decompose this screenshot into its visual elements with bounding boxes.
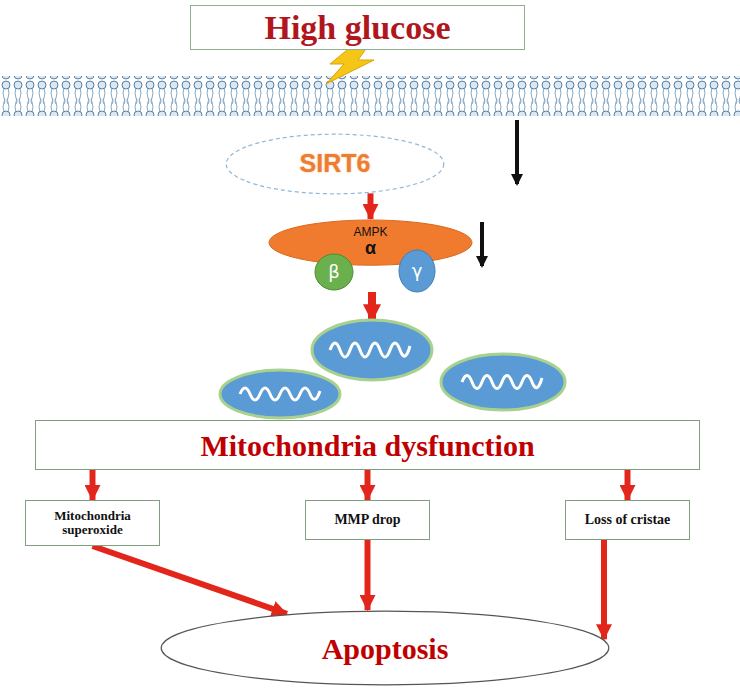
subunit-circle: γ <box>398 249 436 293</box>
decrease-arrow <box>515 120 519 184</box>
node-label: High glucose <box>264 9 450 46</box>
flow-arrow <box>90 470 96 500</box>
protein-ellipse: SIRT6 <box>225 133 445 195</box>
outcome-box: Mitochondria superoxide <box>25 500 160 546</box>
mitochondrion <box>441 354 565 410</box>
ellipse-shape <box>399 250 435 292</box>
node-label: SIRT6 <box>300 150 371 178</box>
lightning-bolt <box>326 46 374 84</box>
result-ellipse: Apoptosis <box>160 610 610 686</box>
flow-arrow <box>93 546 287 614</box>
node-label: β <box>328 262 340 282</box>
node-label: Loss of cristae <box>585 512 671 527</box>
flow-arrow <box>365 470 371 500</box>
node-label: AMPK <box>353 226 387 239</box>
cell-membrane <box>0 76 740 116</box>
mitochondrion <box>312 320 432 380</box>
node-label: Mitochondria superoxide <box>32 509 153 538</box>
ellipse-shape <box>226 134 444 194</box>
node-label: γ <box>412 261 423 281</box>
ellipse-shape <box>269 220 472 265</box>
subunit-circle: β <box>314 253 354 291</box>
kinase-ellipse: AMPKα <box>268 219 473 266</box>
outcome-box: MMP drop <box>305 500 430 540</box>
node-label: MMP drop <box>334 512 400 527</box>
outcome-box: Loss of cristae <box>565 500 690 540</box>
activation-arrow <box>368 292 376 320</box>
node-label: Apoptosis <box>322 632 449 665</box>
flow-arrow <box>601 540 607 639</box>
decrease-arrow <box>480 222 484 266</box>
stimulus-box: High glucose <box>190 5 525 50</box>
node-label: Mitochondria dysfunction <box>200 429 534 462</box>
flow-arrow <box>625 470 631 500</box>
mitochondrion <box>220 370 340 418</box>
ellipse-shape <box>161 611 609 685</box>
flow-arrow <box>365 540 371 610</box>
node-label: α <box>365 239 376 259</box>
process-box: Mitochondria dysfunction <box>35 420 700 470</box>
ellipse-shape <box>315 254 353 290</box>
flow-arrow <box>368 193 374 219</box>
